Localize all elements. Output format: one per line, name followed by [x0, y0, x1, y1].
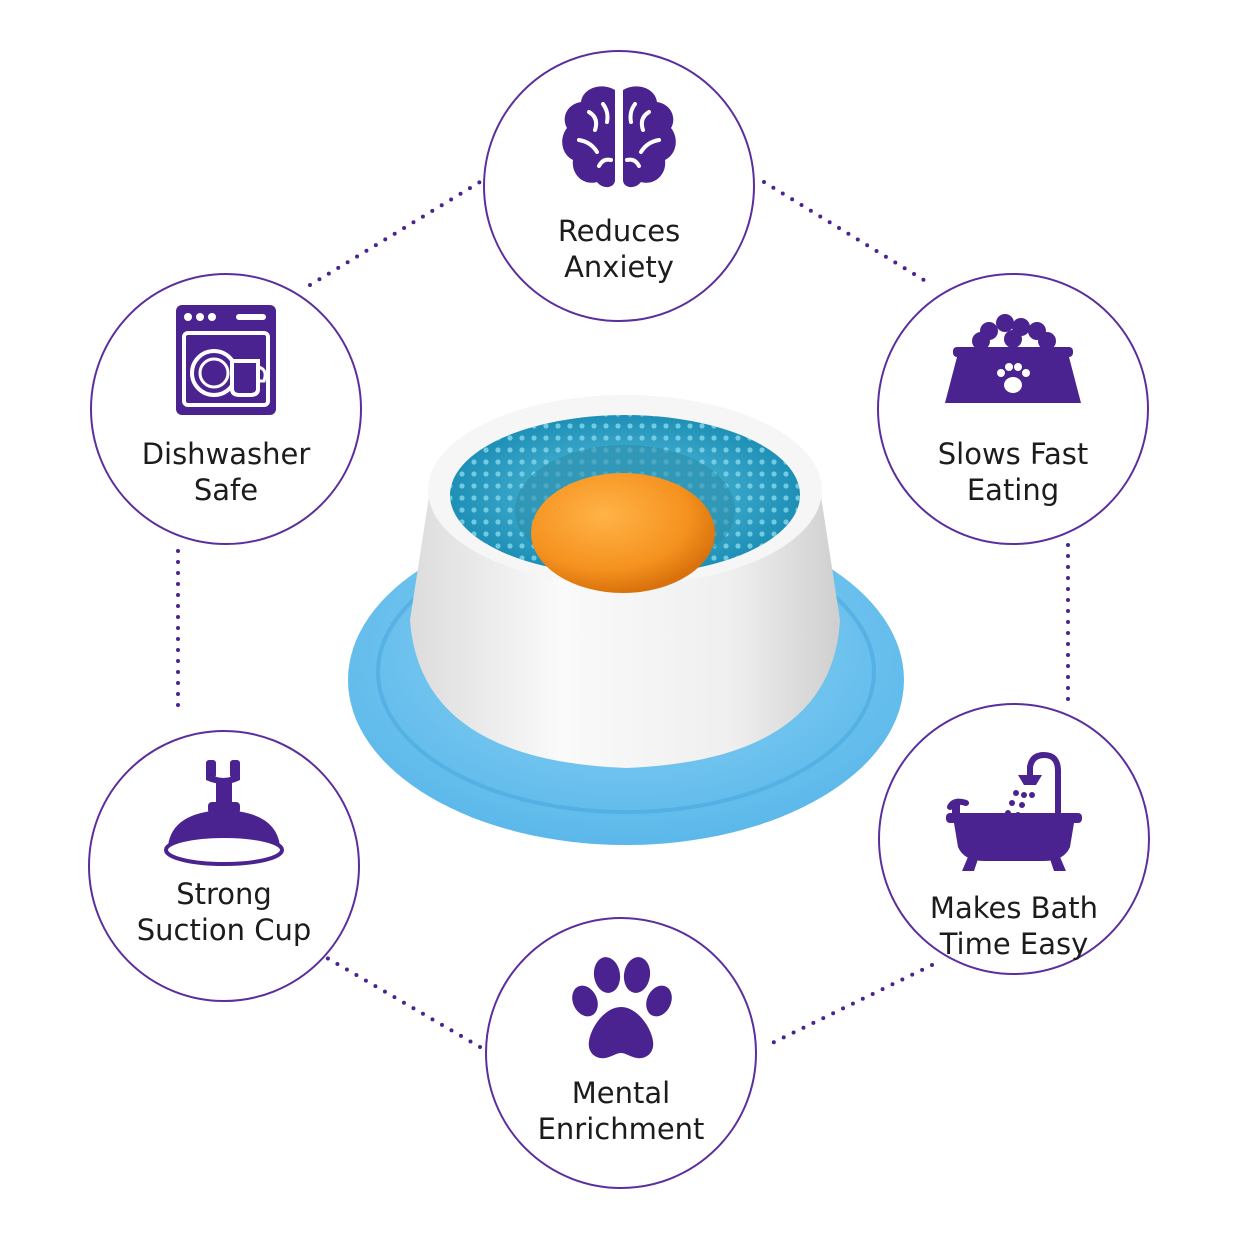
feature-slows-fast-eating: Slows Fast Eating — [877, 273, 1149, 545]
feature-label-line1: Makes Bath — [929, 891, 1099, 925]
feature-label-line1: Dishwasher — [141, 437, 311, 471]
feature-dishwasher-safe: Dishwasher Safe — [90, 273, 362, 545]
feature-label-line2: Anxiety — [564, 250, 674, 284]
brain-icon — [562, 86, 676, 188]
feature-reduces-anxiety: Reduces Anxiety — [483, 50, 755, 322]
feature-label-line2: Suction Cup — [136, 913, 312, 947]
suction-cup-icon — [164, 760, 284, 866]
dishwasher-icon — [176, 305, 276, 415]
orange-ball — [531, 473, 715, 593]
food-bowl-icon — [945, 314, 1081, 403]
feature-label-line2: Eating — [966, 473, 1060, 507]
feature-mental-enrichment: Mental Enrichment — [485, 917, 757, 1189]
feature-label-line2: Time Easy — [939, 927, 1089, 961]
feature-label-line1: Mental — [571, 1076, 671, 1110]
bathtub-icon — [946, 751, 1082, 871]
feature-makes-bath-time-easy: Makes Bath Time Easy — [878, 703, 1150, 975]
feature-label-line1: Strong — [176, 877, 272, 911]
feature-label-line1: Slows Fast — [937, 437, 1089, 471]
paw-icon — [572, 957, 672, 1059]
feature-label-line1: Reduces — [557, 214, 681, 248]
feature-label-line2: Safe — [193, 473, 259, 507]
feature-label-line2: Enrichment — [537, 1112, 705, 1146]
feature-strong-suction-cup: Strong Suction Cup — [88, 730, 360, 1002]
